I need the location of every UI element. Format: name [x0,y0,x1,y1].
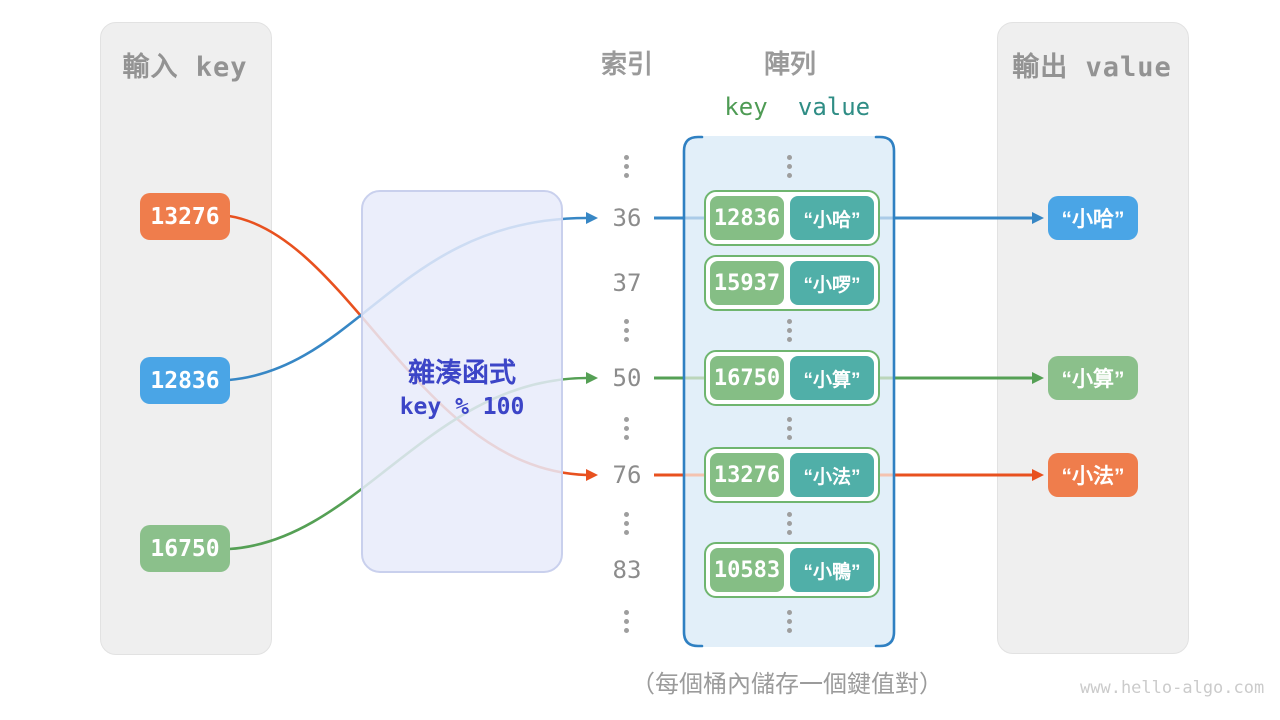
arrowhead-to-index-76 [586,469,598,481]
output-value-xiaoha: “小哈” [1048,196,1138,240]
bucket-key: 12836 [710,196,784,240]
arrowhead-to-output-1 [1032,212,1044,224]
bucket-key: 13276 [710,453,784,497]
bucket-pair-50: 16750 “小算” [704,350,880,406]
arrowhead-to-index-36 [586,212,598,224]
index-ellipsis-5 [624,610,629,633]
index-50: 50 [612,364,642,392]
array-ellipsis-1 [787,155,792,178]
hash-function-box [361,190,563,573]
bucket-pair-83: 10583 “小鴨” [704,542,880,598]
input-key-13276: 13276 [140,193,230,240]
bucket-pair-37: 15937 “小啰” [704,255,880,311]
watermark: www.hello-algo.com [1080,678,1265,698]
bucket-value: “小啰” [790,261,874,305]
index-76: 76 [612,461,642,489]
input-key-16750: 16750 [140,525,230,572]
output-panel [997,22,1189,654]
arrowhead-to-index-50 [586,372,598,384]
input-panel-title: 輸入 key [122,52,248,83]
array-ellipsis-5 [787,610,792,633]
bucket-value: “小法” [790,453,874,497]
bucket-pair-36: 12836 “小哈” [704,190,880,246]
bucket-pair-76: 13276 “小法” [704,447,880,503]
hash-function-formula: key % 100 [399,394,525,420]
value-column-header: value [797,93,871,121]
index-83: 83 [612,556,642,584]
bucket-value: “小算” [790,356,874,400]
array-ellipsis-2 [787,319,792,342]
index-column-title: 索引 [600,49,653,79]
array-left-bracket [682,135,704,648]
index-36: 36 [612,204,642,232]
index-ellipsis-4 [624,512,629,535]
bucket-value: “小哈” [790,196,874,240]
array-column-title: 陣列 [763,49,816,79]
array-ellipsis-3 [787,417,792,440]
output-value-xiaosuan: “小算” [1048,356,1138,400]
bucket-key: 10583 [710,548,784,592]
diagram-caption: （每個桶內儲存一個鍵值對） [631,671,943,698]
array-right-bracket [874,135,896,648]
hash-function-title: 雜湊函式 [408,358,516,388]
bucket-key: 15937 [710,261,784,305]
array-ellipsis-4 [787,512,792,535]
arrowhead-to-output-2 [1032,372,1044,384]
output-value-xiaofa: “小法” [1048,453,1138,497]
index-ellipsis-1 [624,155,629,178]
bucket-key: 16750 [710,356,784,400]
index-ellipsis-3 [624,417,629,440]
input-key-12836: 12836 [140,357,230,404]
bucket-value: “小鴨” [790,548,874,592]
index-ellipsis-2 [624,319,629,342]
key-column-header: key [724,93,768,121]
index-37: 37 [612,269,642,297]
output-panel-title: 輸出 value [1012,52,1172,83]
arrowhead-to-output-3 [1032,469,1044,481]
